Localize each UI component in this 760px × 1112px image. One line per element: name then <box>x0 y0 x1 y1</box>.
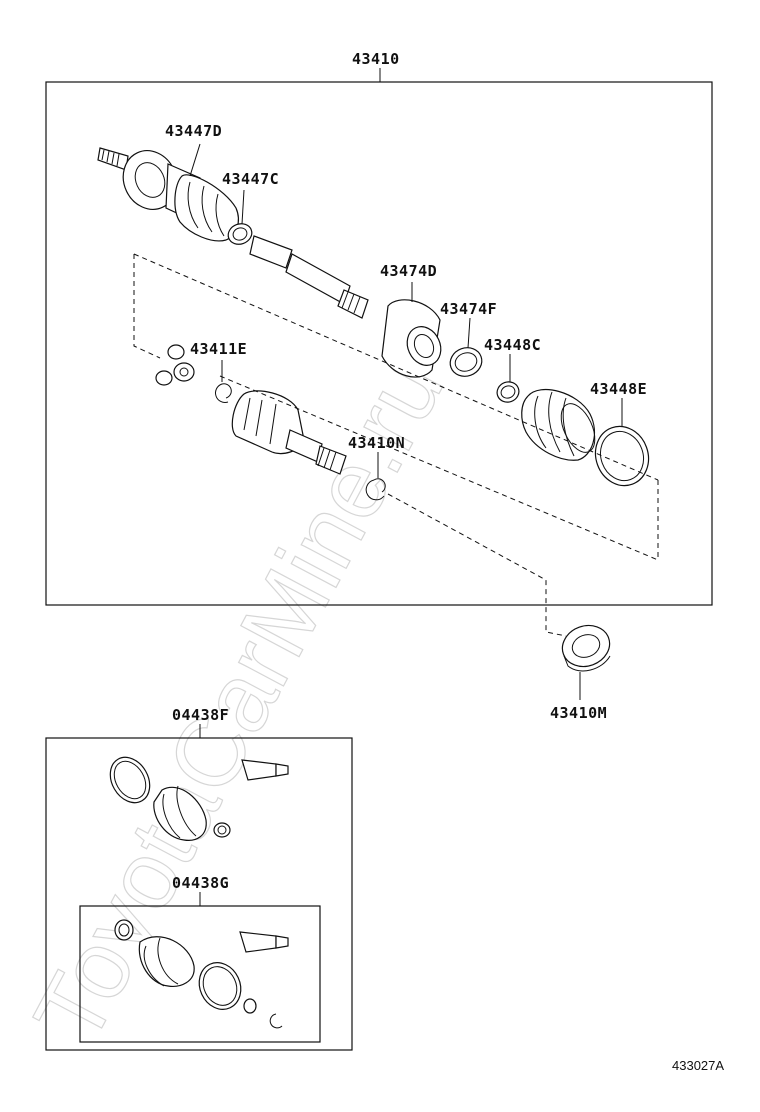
kit-04438F-parts[interactable] <box>102 750 289 841</box>
assembly-frame <box>45 81 713 606</box>
bearing-43410M[interactable] <box>557 619 616 673</box>
snap-ring-inner[interactable] <box>215 383 232 403</box>
kit-04438F-frame <box>45 737 353 1051</box>
tripod-joint[interactable] <box>155 344 195 386</box>
figure-reference: 433027A <box>672 1058 724 1073</box>
damper-43474D[interactable] <box>381 299 447 378</box>
outer-clamp-43447C[interactable] <box>225 220 254 247</box>
kit-04438G-parts[interactable] <box>114 919 289 1029</box>
label-04438G[interactable]: 04438G <box>172 874 229 892</box>
outer-boot-43447D[interactable] <box>174 174 239 242</box>
label-43448E[interactable]: 43448E <box>590 380 647 398</box>
inner-cv-housing[interactable] <box>231 390 347 475</box>
label-43448C[interactable]: 43448C <box>484 336 541 354</box>
label-43410N[interactable]: 43410N <box>348 434 405 452</box>
label-43447C[interactable]: 43447C <box>222 170 279 188</box>
dashed-leader-bearing <box>387 493 567 637</box>
dashed-leader-kit <box>133 254 161 359</box>
label-04438F[interactable]: 04438F <box>172 706 229 724</box>
inner-large-clamp-43448E[interactable] <box>587 419 656 493</box>
label-43474F[interactable]: 43474F <box>440 300 497 318</box>
damper-clamp-43474F[interactable] <box>446 343 486 380</box>
inner-small-clamp-43448C[interactable] <box>494 379 522 405</box>
label-43410[interactable]: 43410 <box>352 50 400 68</box>
label-43474D[interactable]: 43474D <box>380 262 437 280</box>
label-43410M[interactable]: 43410M <box>550 704 607 722</box>
inner-boot[interactable] <box>521 388 602 461</box>
label-43411E[interactable]: 43411E <box>190 340 247 358</box>
snap-ring-43410N[interactable] <box>365 478 386 501</box>
drive-shaft[interactable] <box>249 235 369 319</box>
label-43447D[interactable]: 43447D <box>165 122 222 140</box>
